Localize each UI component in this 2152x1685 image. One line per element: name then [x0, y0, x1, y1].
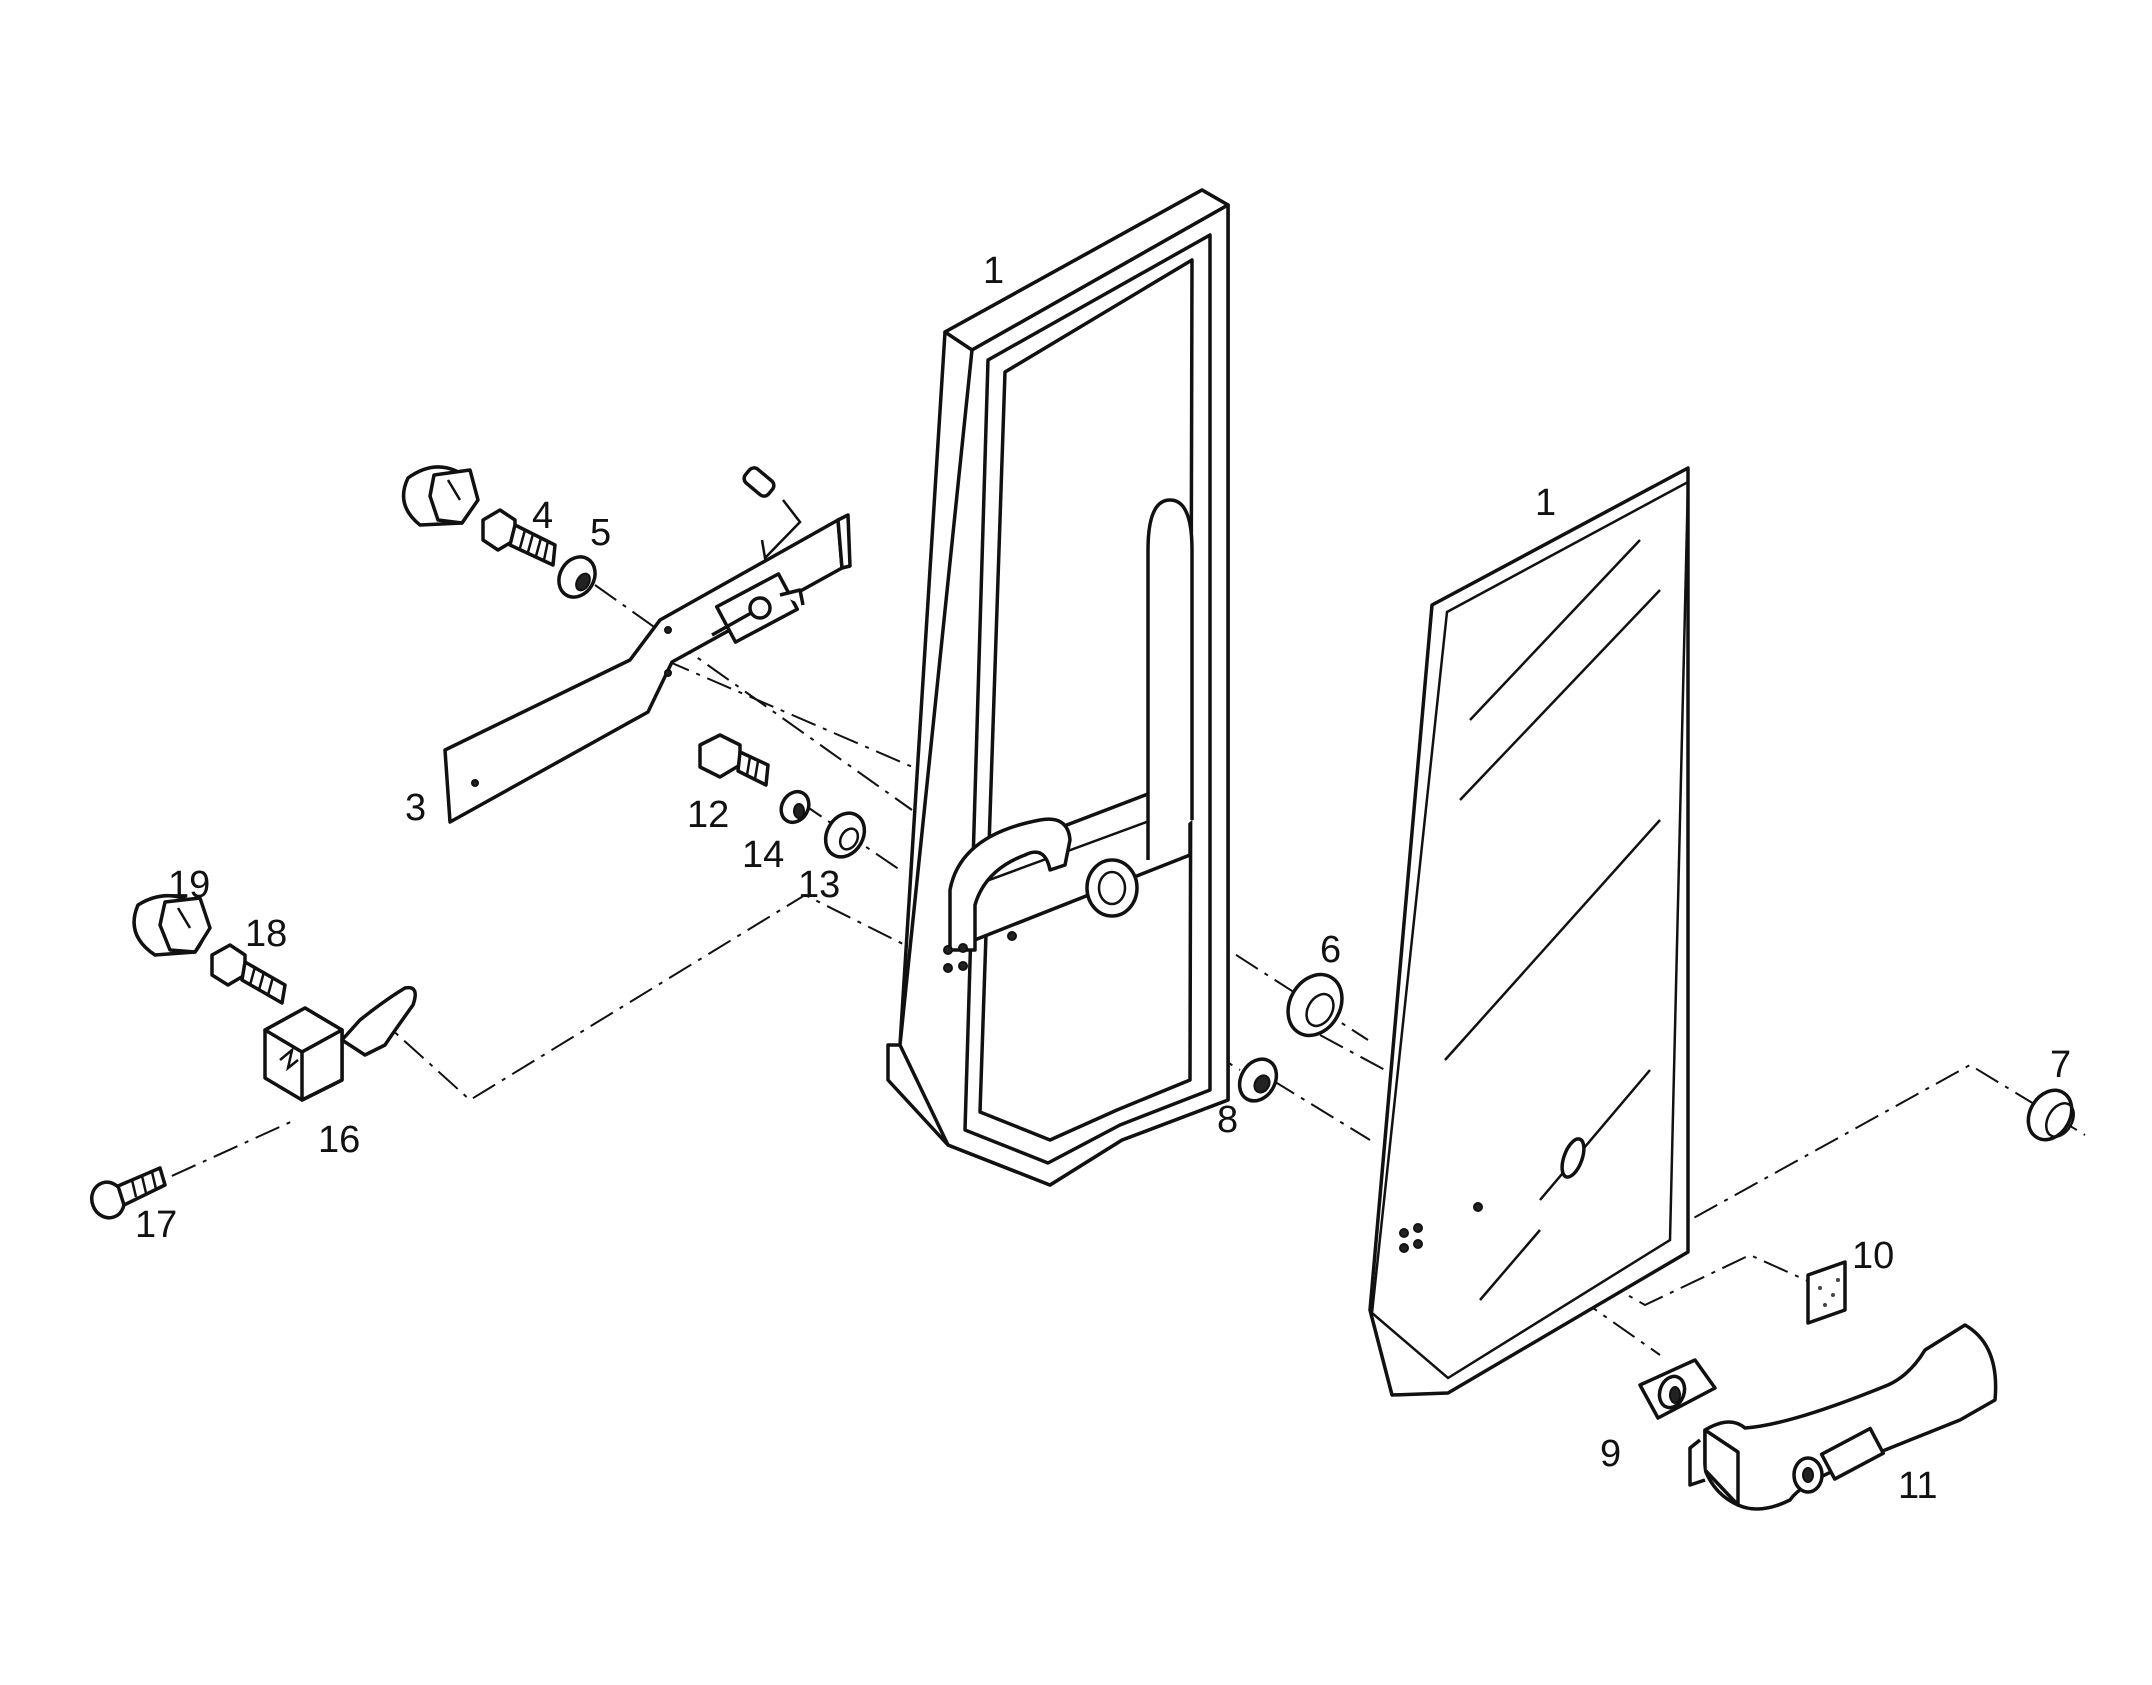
callout-17: 17	[135, 1204, 177, 1246]
washer-part-5	[557, 555, 597, 599]
bolt-part-4	[481, 508, 557, 567]
door-frame-bushing	[1085, 858, 1139, 918]
leader-16-to-frame	[369, 893, 906, 1102]
door-frame-part-1	[886, 188, 1230, 1187]
door-frame-handle-bracket	[948, 817, 1072, 952]
callout-14: 14	[742, 834, 784, 876]
washer-part-14	[779, 789, 811, 825]
callout-5: 5	[590, 512, 611, 554]
callout-16: 16	[318, 1119, 360, 1161]
leader-3-to-frame	[664, 659, 1013, 811]
callout-19: 19	[168, 864, 210, 906]
callout-10: 10	[1852, 1235, 1894, 1277]
bolt-part-18	[210, 943, 287, 1005]
grommet-part-6	[1286, 972, 1344, 1038]
callout-3: 3	[405, 787, 426, 829]
callout-8: 8	[1217, 1099, 1238, 1141]
striker-part-16	[263, 985, 417, 1102]
callout-9: 9	[1600, 1433, 1621, 1475]
callout-11: 11	[1898, 1465, 1937, 1507]
callout-12: 12	[687, 794, 729, 836]
callout-1-glass: 1	[1535, 482, 1556, 524]
glass-pane-hole	[1560, 1137, 1586, 1179]
latch-plate-part-3	[443, 466, 852, 824]
glass-pane-part-1	[1368, 466, 1690, 1397]
glass-pane-outline	[1368, 466, 1690, 1397]
latch-plate	[443, 518, 844, 824]
screw-part-17	[90, 1166, 167, 1220]
callout-7: 7	[2050, 1044, 2071, 1086]
callout-labels: 1 1 3 4 5 6 7 8 9 10 11 12 13 14 16 17 1…	[135, 250, 2071, 1507]
callout-6: 6	[1320, 929, 1341, 971]
door-frame-wire-loop	[1146, 498, 1194, 860]
acorn-nut	[401, 465, 480, 527]
washer-part-13	[823, 811, 867, 859]
callout-1-frame: 1	[983, 250, 1004, 292]
callout-4: 4	[532, 495, 553, 537]
door-handle-part-11	[1688, 1323, 1998, 1511]
callout-13: 13	[798, 864, 840, 906]
cap-part-7	[2026, 1088, 2075, 1142]
pad-part-10	[1806, 1260, 1847, 1325]
washer-part-8	[1237, 1057, 1279, 1103]
acorn-nut-part-19	[132, 893, 212, 957]
latch-cable-connector	[742, 466, 776, 498]
bolt-part-12	[698, 733, 770, 787]
leader-8-to-glass	[1271, 1079, 1371, 1141]
leader-17-to-16	[129, 1119, 296, 1196]
escutcheon-part-9	[1638, 1358, 1717, 1420]
door-frame-opening	[978, 258, 1194, 1142]
callout-18: 18	[245, 913, 287, 955]
